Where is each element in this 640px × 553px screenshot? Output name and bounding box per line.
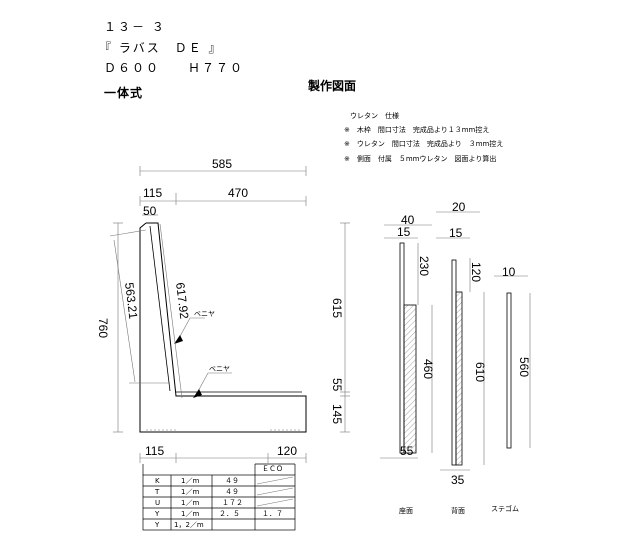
veneer-seat-leader [195, 372, 232, 396]
dim-seat-depth: 470 [228, 186, 248, 200]
table-row: Y 1，2／m [154, 521, 204, 529]
drawing-title: 製作図面 [307, 78, 356, 93]
dim-overall-height: 760 [96, 318, 110, 338]
back-veneer-line [149, 225, 171, 392]
seat-face-label: 座面 [399, 506, 413, 515]
stegum-part [494, 275, 531, 449]
side-dimension-lines [109, 166, 350, 463]
seat-face-dim-top-gap: 230 [417, 256, 431, 276]
back-face-hatched-block [455, 291, 463, 466]
sofa-outline [139, 222, 307, 433]
dim-seat-top-gap: 55 [330, 378, 344, 392]
dim-back-depth: 115 [143, 186, 162, 200]
dim-bottom-back: 115 [145, 444, 164, 458]
spec-title: ウレタン 仕様 [350, 111, 399, 120]
table-row-unit: 1／m [181, 499, 199, 507]
veneer-back-arrow [174, 335, 183, 344]
table-row-key: T [154, 488, 160, 496]
dim-back-height: 615 [330, 298, 344, 318]
back-face-part [436, 211, 485, 471]
back-face-dim-length: 610 [473, 362, 487, 382]
seat-face-dim-inner: 15 [397, 225, 411, 239]
seat-face-thin-strip [399, 242, 405, 454]
veneer-seat-label: ベニヤ [209, 365, 230, 373]
dim-bottom-front: 120 [277, 444, 297, 458]
side-profile [139, 222, 307, 433]
veneer-back-leader [177, 317, 205, 341]
table-row-eco: １．７ [262, 510, 283, 518]
dim-seat-height: 145 [330, 404, 344, 424]
eco-strike-2 [256, 487, 294, 496]
table-row-key: Y [154, 510, 160, 518]
stegum-dim-length: 560 [517, 357, 531, 377]
model-name: 『 ラバス ＤＥ 』 [99, 41, 223, 55]
dim-back-front-length: 617.92 [173, 282, 191, 320]
table-row-value: ４９ [225, 477, 239, 485]
table-frame [142, 474, 296, 531]
materials-table [142, 463, 296, 531]
table-row-key: U [155, 499, 160, 507]
eco-strike-3 [256, 498, 294, 507]
back-face-dim-width: 20 [452, 200, 466, 214]
table-row-value: ４９ [225, 488, 239, 496]
spec-note-1: ※ 木枠 間口寸法 完成品より１３mm控え [344, 125, 489, 134]
table-eco-header: ＥＣＯ [262, 465, 283, 473]
table-row-value: ２．５ [219, 510, 240, 518]
table-row-unit: 1，2／m [174, 521, 204, 529]
dim-top-width: 50 [143, 204, 157, 218]
eco-strike-1 [256, 476, 294, 485]
dim-back-rear-length: 563.21 [122, 282, 140, 320]
back-face-label: 背面 [451, 506, 465, 515]
spec-note-3: ※ 側面 付属 ５mmウレタン 図面より算出 [344, 154, 496, 163]
back-face-dim-inner: 15 [449, 226, 463, 240]
table-row-unit: 1／m [181, 510, 199, 518]
seat-face-dim-bottom: 55 [400, 444, 414, 458]
table-row: K 1／m ４９ [155, 477, 239, 485]
back-face-thin-strip [451, 259, 457, 466]
seat-face-part [380, 224, 433, 459]
table-row-unit: 1／m [181, 488, 199, 496]
model-code: １３－ ３ [104, 20, 166, 34]
dim-total-depth: 585 [212, 157, 232, 171]
veneer-back-label: ベニヤ [194, 310, 215, 318]
veneer-seat-arrow [193, 389, 202, 398]
seat-face-dim-length: 460 [421, 359, 435, 379]
table-row-key: Y [154, 521, 160, 529]
table-row-value: １７２ [222, 499, 243, 507]
back-face-dim-top-gap: 120 [469, 262, 483, 282]
spec-note-2: ※ ウレタン 間口寸法 完成品より ３mm控え [344, 139, 503, 148]
seat-face-dim-width: 40 [401, 213, 415, 227]
table-row: T 1／m ４９ [154, 488, 239, 496]
stegum-strip [506, 292, 512, 449]
table-row-unit: 1／m [181, 477, 199, 485]
model-type: 一体式 [104, 85, 143, 100]
stegum-label: ステゴム [491, 504, 519, 513]
table-row-key: K [155, 477, 160, 485]
table-row: Y 1／m ２．５ １．７ [154, 510, 283, 518]
back-face-dim-bottom: 35 [451, 473, 465, 487]
model-size: Ｄ６００ Ｈ７７０ [104, 61, 244, 75]
table-row: U 1／m １７２ [155, 499, 243, 507]
seat-face-hatched-block [403, 304, 417, 454]
stegum-dim-width: 10 [502, 265, 516, 279]
